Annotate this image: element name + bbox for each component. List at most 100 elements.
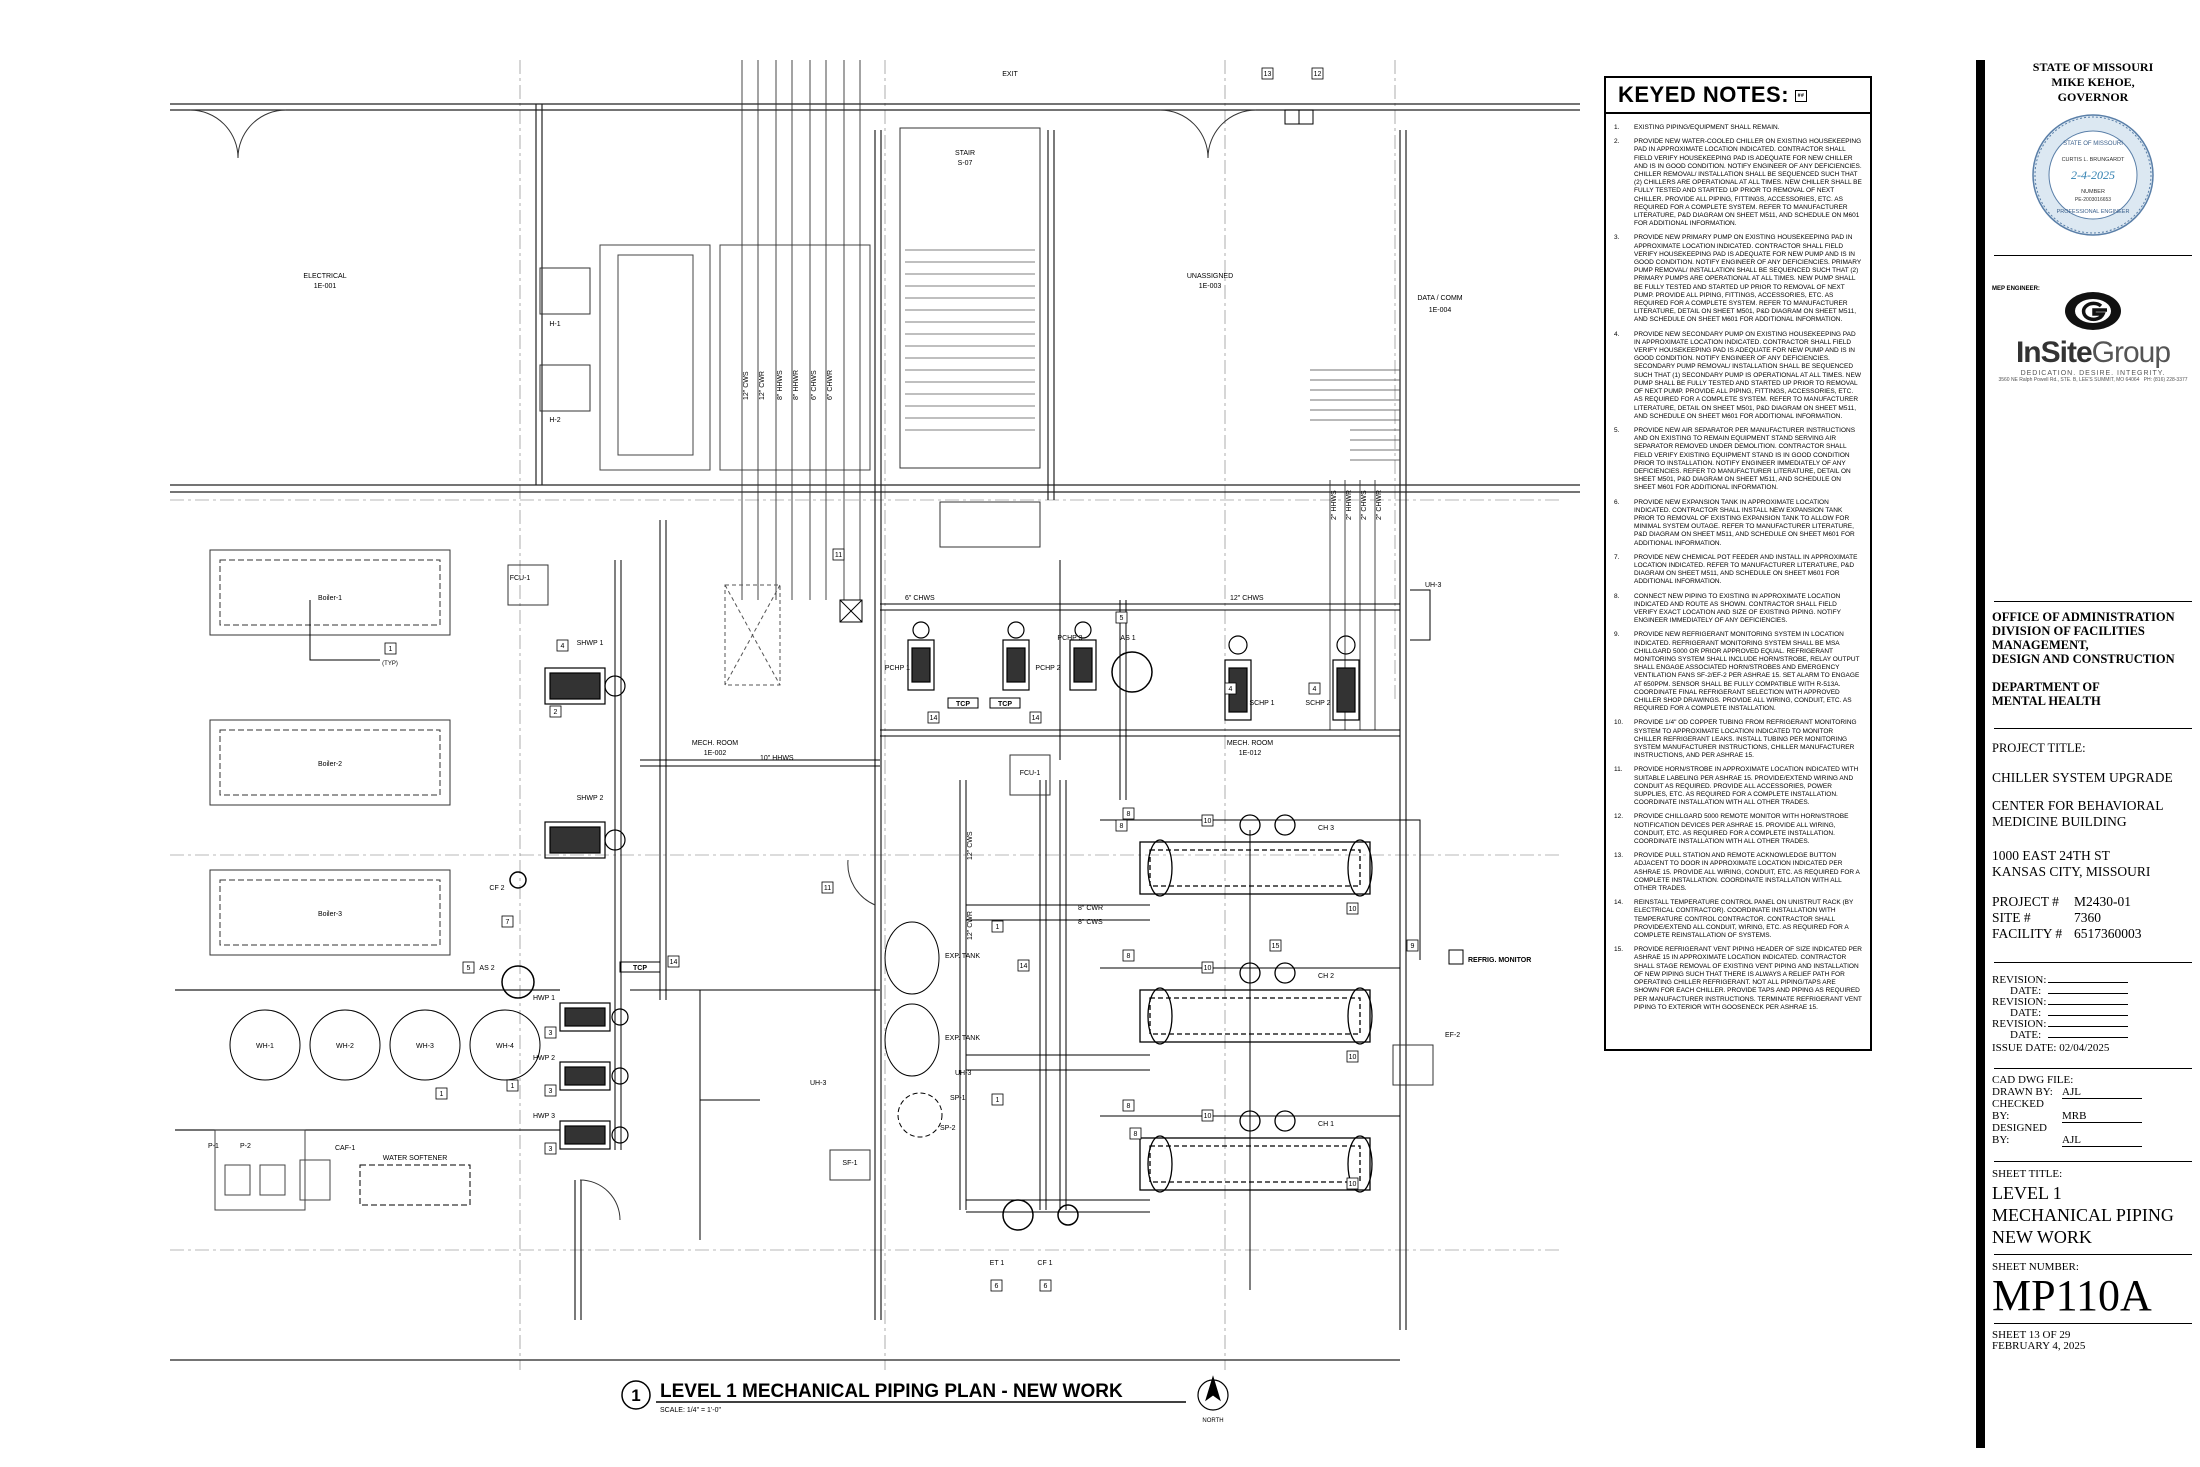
room-label-unassigned: UNASSIGNED (1187, 273, 1233, 280)
seal-number: NUMBER (2081, 189, 2105, 195)
pipe-label: 12" CHWS (1230, 595, 1264, 602)
refrig-monitor-label: REFRIG. MONITOR (1468, 957, 1531, 964)
pipe-label: 8" CWR (1078, 905, 1103, 912)
fcu-1-label-a: FCU-1 (510, 575, 531, 582)
caf-1-label: CAF-1 (335, 1145, 355, 1152)
callout-5: 5 (467, 965, 471, 972)
keyed-note: 15.PROVIDE REFRIGERANT VENT PIPING HEADE… (1614, 946, 1862, 1011)
keyed-note: 3.PROVIDE NEW PRIMARY PUMP ON EXISTING H… (1614, 234, 1862, 324)
keyed-note: 7.PROVIDE NEW CHEMICAL POT FEEDER AND IN… (1614, 553, 1858, 586)
room-label-stair: STAIR (955, 150, 975, 157)
p-1-label: P-1 (208, 1143, 219, 1150)
callout-14: 14 (670, 959, 678, 966)
pipe-label: 12" CWS (967, 831, 974, 860)
exp-tank-2-label: EXP. TANK (945, 1035, 980, 1042)
water-softener-label: WATER SOFTENER (383, 1155, 448, 1162)
cf-1-label: CF 1 (1037, 1260, 1052, 1267)
wh-4-label: WH-4 (496, 1043, 514, 1050)
north-label: NORTH (1202, 1418, 1223, 1424)
callout-1: 1 (996, 924, 1000, 931)
callout-8: 8 (1127, 1103, 1131, 1110)
pipe-label: 2" CHWS (1361, 490, 1368, 520)
governor-name: MIKE KEHOE, (2051, 75, 2135, 89)
pipe-label: 8" CWS (1078, 919, 1103, 926)
keyed-notes-list: 1.EXISTING PIPING/EQUIPMENT SHALL REMAIN… (1614, 124, 1862, 1012)
callout-1: 1 (440, 1091, 444, 1098)
firm-logo-icon (2065, 292, 2121, 330)
seal-date: 2-4-2025 (2071, 168, 2115, 182)
callout-10: 10 (1204, 965, 1212, 972)
keyed-note: 9.PROVIDE NEW REFRIGERANT MONITORING SYS… (1614, 631, 1860, 713)
pipe-label: 2" HHWR (1346, 490, 1353, 520)
pipe-label: 6" CHWR (827, 370, 834, 400)
as-2-label: AS 2 (479, 965, 494, 972)
uh-3-label-2: UH-3 (955, 1070, 971, 1077)
callout-10: 10 (1204, 818, 1212, 825)
callout-4: 4 (561, 643, 565, 650)
callout-14: 14 (930, 715, 938, 722)
exp-tank-1-label: EXP. TANK (945, 953, 980, 960)
tcp-label-3: TCP (998, 701, 1012, 708)
callout-3: 3 (549, 1088, 553, 1095)
ch-1-label: CH 1 (1318, 1121, 1334, 1128)
callout-8: 8 (1127, 811, 1131, 818)
callout-2: 2 (554, 709, 558, 716)
callout-6: 6 (1044, 1283, 1048, 1290)
sheet-title: LEVEL 1 MECHANICAL PIPING NEW WORK (1992, 1183, 2174, 1247)
cf-2-label: CF 2 (489, 885, 504, 892)
h-2-label: H-2 (549, 417, 560, 424)
uh-3-label-1: UH-3 (1425, 582, 1441, 589)
keyed-note: 12.PROVIDE CHILLGARD 5000 REMOTE MONITOR… (1614, 813, 1849, 846)
owner-agency: OFFICE OF ADMINISTRATION DIVISION OF FAC… (1992, 610, 2175, 666)
keyed-note: 10.PROVIDE 1/4" OD COPPER TUBING FROM RE… (1614, 719, 1857, 760)
callout-11: 11 (824, 885, 831, 892)
callout-8: 8 (1120, 823, 1124, 830)
callout-3: 3 (549, 1030, 553, 1037)
callout-10: 10 (1349, 1054, 1357, 1061)
firm-address: 3560 NE Ralph Powell Rd., STE. B, LEE'S … (1998, 377, 2188, 383)
typ-label: (TYP) (382, 661, 398, 667)
keyed-notes-title-text: KEYED NOTES: (1618, 82, 1790, 107)
boiler-2-label: Boiler-2 (318, 761, 342, 768)
pchp-3-label: PCHP 3 (1057, 635, 1082, 642)
plan-scale: SCALE: 1/4" = 1'-0" (660, 1407, 721, 1414)
callout-11: 11 (835, 552, 842, 559)
hwp-1-label: HWP 1 (533, 995, 555, 1002)
keyed-note: 13.PROVIDE PULL STATION AND REMOTE ACKNO… (1614, 852, 1860, 893)
project-title: CHILLER SYSTEM UPGRADE (1992, 770, 2173, 785)
pchp-2-label: PCHP 2 (1035, 665, 1060, 672)
ch-2-label: CH 2 (1318, 973, 1334, 980)
pipe-label: 6" CHWS (905, 595, 935, 602)
seal-license: PE-2003016653 (2075, 197, 2111, 203)
callout-6: 6 (995, 1283, 999, 1290)
room-label-mech-1: MECH. ROOM (692, 740, 738, 747)
keyed-notes-title: KEYED NOTES: ## (1606, 80, 1870, 114)
as-1-label: AS 1 (1120, 635, 1135, 642)
keyed-note: 4.PROVIDE NEW SECONDARY PUMP ON EXISTING… (1614, 330, 1861, 420)
keyed-notes-tag-icon: ## (1795, 90, 1808, 103)
pipe-label: 12" CWR (967, 911, 974, 940)
callout-14: 14 (1020, 963, 1028, 970)
callout-12: 12 (1314, 71, 1322, 78)
firm-name-b: Group (2091, 336, 2171, 369)
sheet-count: SHEET 13 OF 29 FEBRUARY 4, 2025 (1992, 1329, 2086, 1352)
mep-engineer-label: MEP ENGINEER: (1992, 286, 2040, 292)
pipe-label: 12" CWR (759, 371, 766, 400)
room-tag-data: 1E-004 (1429, 307, 1452, 314)
shwp-1-label: SHWP 1 (577, 640, 604, 647)
keyed-note: 14.REINSTALL TEMPERATURE CONTROL PANEL O… (1614, 899, 1854, 940)
building-name: CENTER FOR BEHAVIORAL MEDICINE BUILDING (1992, 798, 2164, 829)
callout-5: 5 (1120, 615, 1124, 622)
et-1-label: ET 1 (990, 1260, 1005, 1267)
pchp-1-label: PCHP 1 (885, 665, 910, 672)
room-label-mech-2: MECH. ROOM (1227, 740, 1273, 747)
h-1-label: H-1 (549, 321, 560, 328)
uh-3-label-3: UH-3 (810, 1080, 826, 1087)
mechanical-piping-plan: ELECTRICAL 1E-001 STAIR S-07 UNASSIGNED … (170, 60, 1580, 1424)
firm-logo: InSiteGroup DEDICATION. DESIRE. INTEGRIT… (1992, 290, 2194, 383)
state-header: STATE OF MISSOURI MIKE KEHOE, GOVERNOR (1992, 60, 2194, 105)
callout-8: 8 (1134, 1131, 1138, 1138)
project-title-label: PROJECT TITLE: (1992, 741, 2086, 755)
callout-7: 7 (506, 919, 510, 926)
sf-1-label: SF-1 (842, 1160, 857, 1167)
